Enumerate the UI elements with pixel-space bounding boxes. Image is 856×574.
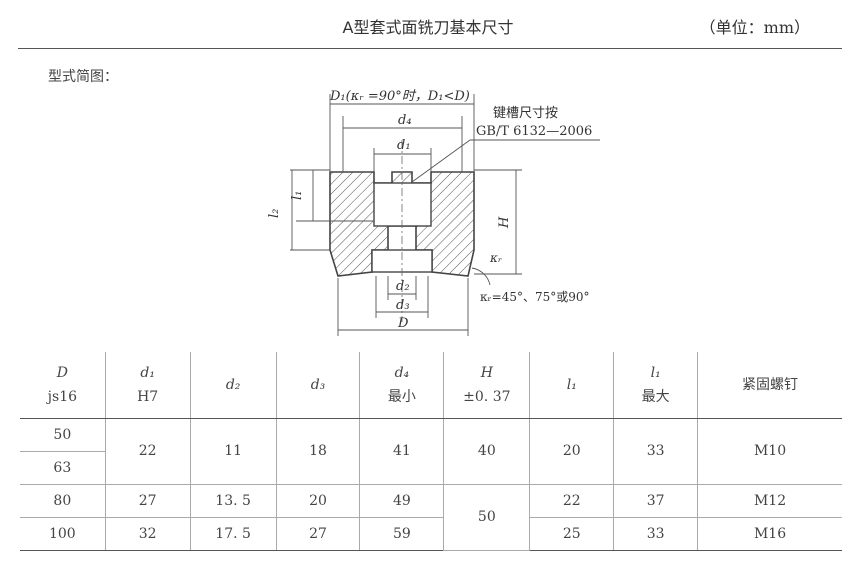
- label-d3: d₃: [396, 298, 410, 313]
- label-d1: d₁: [397, 138, 411, 153]
- table-row: 80 27 13. 5 20 49 50 22 37 M12: [20, 484, 842, 551]
- cell-H: 50: [443, 484, 530, 551]
- cell-d3: 20: [275, 484, 360, 518]
- cell-d3: 18: [275, 418, 360, 485]
- cell-d2: 17. 5: [189, 517, 277, 551]
- cell-d4: 49: [359, 484, 444, 518]
- cell-D: 100: [20, 517, 106, 551]
- cell-screw: M12: [697, 484, 842, 518]
- unit-label: （单位：mm）: [699, 18, 810, 37]
- keyway-note-2: GB/T 6132—2006: [476, 124, 592, 139]
- cell-d1: 27: [104, 484, 191, 518]
- cell-l1-max: 33: [613, 517, 698, 551]
- diagram-caption: 型式简图：: [48, 69, 118, 85]
- cell-d1: 32: [104, 517, 191, 551]
- cell-H: 40: [443, 418, 530, 485]
- cell-l1: 20: [529, 418, 614, 485]
- col-d3: d₃: [275, 352, 360, 419]
- table-row: 50 22 11 18 41 40 20 33 M10: [20, 418, 842, 485]
- col-screw: 紧固螺钉: [697, 352, 842, 419]
- bore: [373, 182, 432, 227]
- cell-l1-max: 33: [613, 418, 698, 485]
- cell-d4: 59: [359, 517, 444, 551]
- angle-note: κᵣ=45°、75°或90°: [480, 290, 590, 304]
- table-row: 63: [20, 451, 842, 485]
- cell-d4: 41: [359, 418, 444, 485]
- cell-l1: 22: [529, 484, 614, 518]
- cell-D: 50: [20, 418, 106, 452]
- cell-d2: 11: [189, 418, 277, 485]
- label-D1: D₁(κᵣ =90°时，D₁<D): [329, 89, 470, 104]
- cell-l1-max: 37: [613, 484, 698, 518]
- cell-d1: 22: [104, 418, 191, 485]
- label-d4: d₄: [398, 113, 412, 128]
- label-D: D: [397, 316, 409, 331]
- col-d2: d₂: [189, 352, 277, 419]
- cell-screw: M16: [697, 517, 842, 551]
- cell-d3: 27: [275, 517, 360, 551]
- col-H: H±0. 37: [443, 352, 530, 419]
- header-rule: [18, 48, 842, 49]
- keyway-note-1: 键槽尺寸按: [493, 106, 558, 121]
- label-l2: l₂: [267, 209, 282, 218]
- label-d2: d₂: [396, 279, 410, 294]
- cell-l1: 25: [529, 517, 614, 551]
- table-row: 100 32 17. 5 27 59 25 33 M16: [20, 517, 842, 551]
- page-title: A型套式面铣刀基本尺寸: [342, 18, 514, 37]
- label-l1: l₁: [290, 191, 305, 200]
- cell-screw: M10: [697, 418, 842, 485]
- cell-D: 80: [20, 484, 106, 518]
- cell-D: 63: [20, 451, 106, 485]
- label-H: H: [497, 216, 512, 229]
- cutter-drawing: D₁(κᵣ =90°时，D₁<D) d₄ d₁ d₂ d₃ D l₂ l₁ H …: [267, 89, 600, 336]
- cell-d2: 13. 5: [189, 484, 277, 518]
- label-kr: κᵣ: [489, 251, 502, 265]
- col-l1: l₁: [529, 352, 614, 419]
